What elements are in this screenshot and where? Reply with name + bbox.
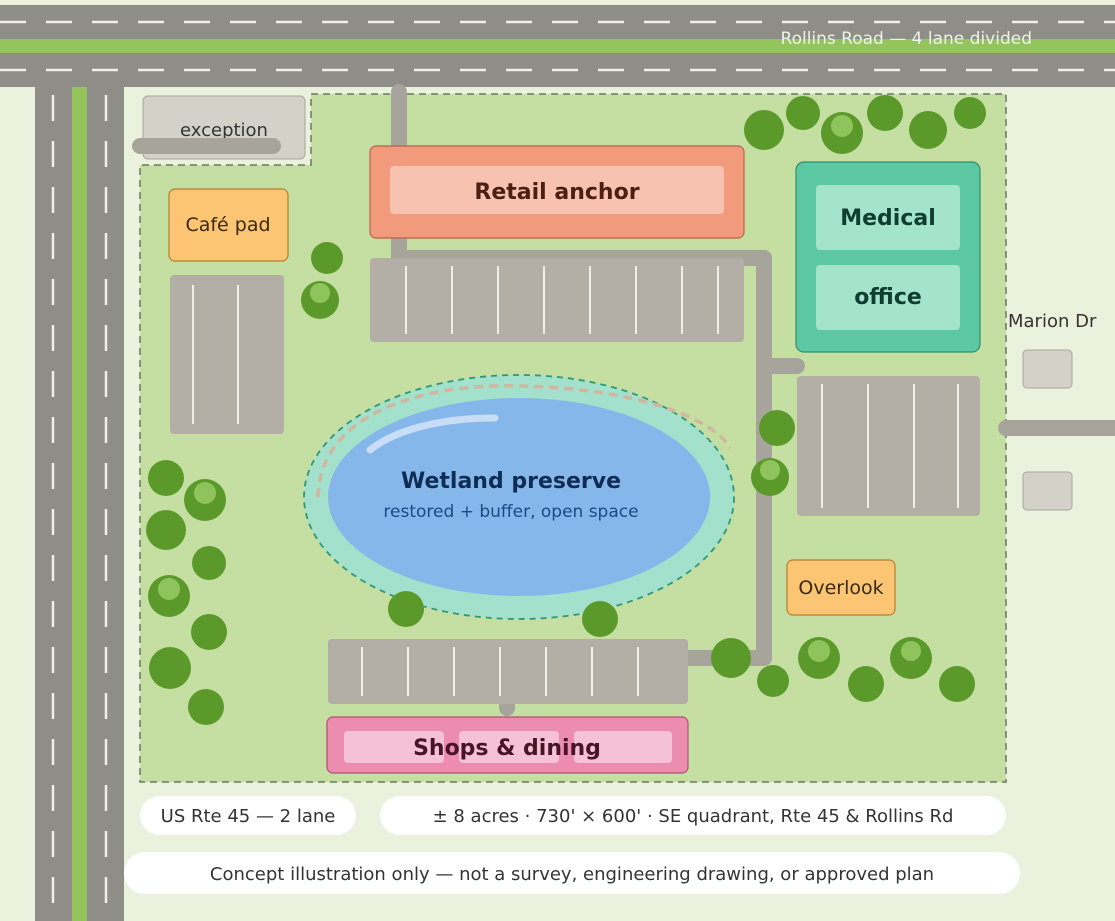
disclaimer-label: Concept illustration only — not a survey… bbox=[210, 864, 934, 885]
shops-dining-unit-3 bbox=[574, 731, 672, 763]
disclaimer-pill bbox=[124, 852, 1020, 894]
tree bbox=[311, 242, 343, 274]
tree bbox=[867, 95, 903, 131]
tree bbox=[148, 460, 184, 496]
route-45-label: US Rte 45 — 2 lane bbox=[161, 806, 336, 827]
tree bbox=[148, 575, 190, 617]
tree bbox=[954, 97, 986, 129]
parking-top bbox=[370, 258, 744, 342]
medical-office-label-line1: Medical bbox=[840, 206, 936, 231]
exception-label: exception bbox=[180, 120, 268, 141]
tree bbox=[582, 601, 618, 637]
medical-office-roof-south bbox=[816, 265, 960, 330]
tree bbox=[192, 546, 226, 580]
site-info-pill bbox=[380, 796, 1006, 835]
tree bbox=[798, 637, 840, 679]
tree bbox=[751, 458, 789, 496]
marion-dr-label: Marion Dr bbox=[1008, 311, 1097, 332]
tree bbox=[711, 638, 751, 678]
wetland-title: Wetland preserve bbox=[401, 469, 621, 494]
marion-house-south bbox=[1022, 471, 1073, 511]
tree bbox=[786, 96, 820, 130]
tree bbox=[301, 281, 339, 319]
parking-cafe bbox=[170, 275, 284, 434]
medical-office-roof-north bbox=[816, 185, 960, 250]
overlook-label: Overlook bbox=[798, 577, 883, 599]
tree bbox=[388, 591, 424, 627]
tree bbox=[188, 689, 224, 725]
tree bbox=[146, 510, 186, 550]
site-info-label: ± 8 acres · 730' × 600' · SE quadrant, R… bbox=[433, 806, 954, 827]
retail-anchor-label: Retail anchor bbox=[474, 180, 639, 205]
wetland-highlight bbox=[366, 414, 499, 454]
tree bbox=[184, 479, 226, 521]
tree bbox=[759, 410, 795, 446]
tree bbox=[149, 647, 191, 689]
shops-dining-unit-2 bbox=[459, 731, 559, 763]
overlook-building bbox=[786, 559, 896, 616]
shops-dining-label: Shops & dining bbox=[413, 736, 601, 761]
medical-office-label-line2: office bbox=[854, 285, 922, 310]
rollins-road-label: Rollins Road — 4 lane divided bbox=[781, 29, 1032, 49]
tree bbox=[909, 111, 947, 149]
trees bbox=[146, 95, 986, 725]
wetland-water bbox=[328, 398, 710, 596]
cafe-pad-label: Café pad bbox=[185, 214, 270, 236]
wetland-trail bbox=[316, 384, 732, 498]
route-45-road bbox=[35, 87, 124, 921]
tree bbox=[848, 666, 884, 702]
marion-house-north bbox=[1022, 349, 1073, 389]
wetland-preserve bbox=[303, 374, 735, 620]
shops-dining-unit-1 bbox=[344, 731, 444, 763]
tree bbox=[757, 665, 789, 697]
tree bbox=[744, 110, 784, 150]
tree bbox=[890, 637, 932, 679]
tree bbox=[939, 666, 975, 702]
tree bbox=[821, 112, 863, 154]
cafe-pad-building bbox=[168, 188, 289, 262]
parking-bottom bbox=[328, 639, 688, 704]
tree bbox=[191, 614, 227, 650]
parking-medical bbox=[797, 376, 980, 516]
wetland-subtitle: restored + buffer, open space bbox=[383, 502, 638, 522]
route-45-label-pill bbox=[140, 796, 356, 835]
retail-anchor-roof bbox=[390, 166, 724, 214]
rollins-road bbox=[0, 5, 1115, 87]
